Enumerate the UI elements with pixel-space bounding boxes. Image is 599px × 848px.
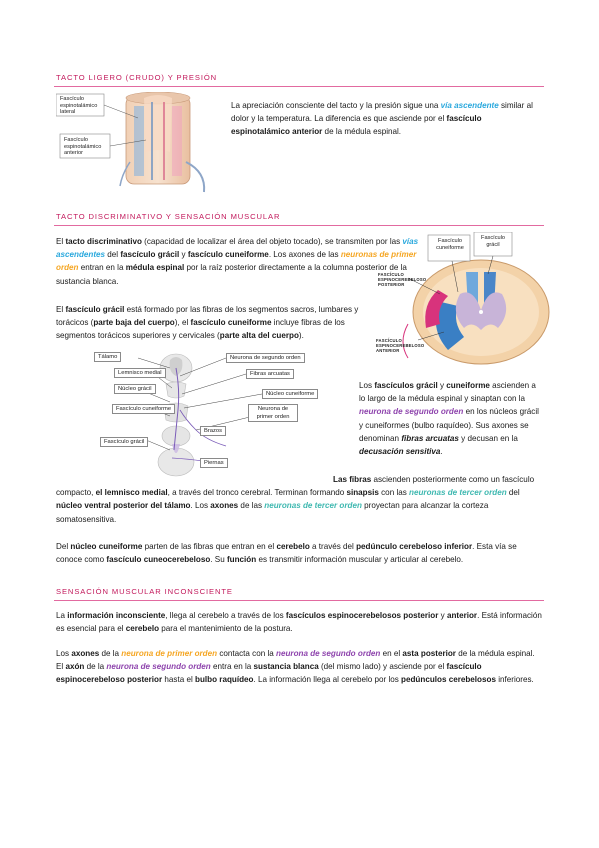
fig3-box-talamo: Tálamo (94, 352, 122, 362)
section-rule (54, 86, 544, 87)
fig3-box-neurona-segundo-orden: Neurona de segundo orden (226, 353, 305, 363)
fig1-label-espinotalamico-anterior: Fascículo espinotalámico anterior (64, 137, 102, 157)
fig1-label-espinotalamico-lateral: Fascículo espinotalámico lateral (60, 96, 98, 116)
paragraph-fasciculos-gracil-cuneiforme: Los fascículos grácil y cuneiforme ascie… (359, 381, 539, 457)
section-rule (54, 225, 544, 226)
fig3-box-lemnisco-medial: Lemnisco medial (114, 368, 166, 378)
fig2-label-espinocerebeloso-posterior: Fascículo espinocerebeloso posterior (378, 272, 427, 287)
paragraph-informacion-inconsciente: La información inconsciente, llega al ce… (56, 611, 542, 634)
section-rule (54, 600, 544, 601)
fig2-label-espinocerebeloso-anterior: Fascículo espinocerebeloso anterior (376, 338, 425, 353)
fig3-box-fibras-arcuatas: Fibras arcuatas (246, 369, 294, 379)
paragraph-fasciculo-gracil: El fascículo grácil está formado por las… (56, 305, 359, 341)
fig3-box-fasciculo-gracil: Fascículo grácil (100, 437, 149, 447)
fig3-box-fasciculo-cuneiforme: Fascículo cuneiforme (112, 404, 176, 414)
spinal-cord-cross-section-figure (402, 232, 550, 365)
paragraph-tacto-discriminativo: El tacto discriminativo (capacidad de lo… (56, 237, 419, 286)
paragraph-tacto-ligero: La apreciación consciente del tacto y la… (231, 101, 533, 137)
fig3-box-nucleo-cuneiforme: Núcleo cuneiforme (262, 389, 319, 399)
paragraph-nucleo-cuneiforme: Del núcleo cuneiforme parten de las fibr… (56, 542, 517, 565)
paragraph-lemnisco-medial: Las fibras ascienden posteriormente como… (56, 475, 535, 524)
section-heading-tacto-ligero: TACTO LIGERO (CRUDO) Y PRESIÓN (56, 73, 218, 82)
fig3-box-neurona-primer-orden: Neurona de primer orden (248, 404, 298, 422)
section-heading-tacto-discriminativo: TACTO DISCRIMINATIVO Y SENSACIÓN MUSCULA… (56, 212, 281, 221)
fig2-label-fasciculo-cuneiforme: Fascículo cuneiforme (436, 238, 464, 251)
section-heading-sensacion-inconsciente: SENSACIÓN MUSCULAR INCONSCIENTE (56, 587, 233, 596)
fig3-box-nucleo-gracil: Núcleo grácil (114, 384, 156, 394)
paragraph-axones-espinocerebelosos: Los axones de la neurona de primer orden… (56, 649, 535, 685)
fig2-label-fasciculo-gracil: Fascículo grácil (481, 235, 505, 248)
spinal-cord-segment-figure (56, 92, 206, 193)
fig3-box-brazos: Brazos (200, 426, 227, 436)
fig3-box-piernas: Piernas (200, 458, 228, 468)
